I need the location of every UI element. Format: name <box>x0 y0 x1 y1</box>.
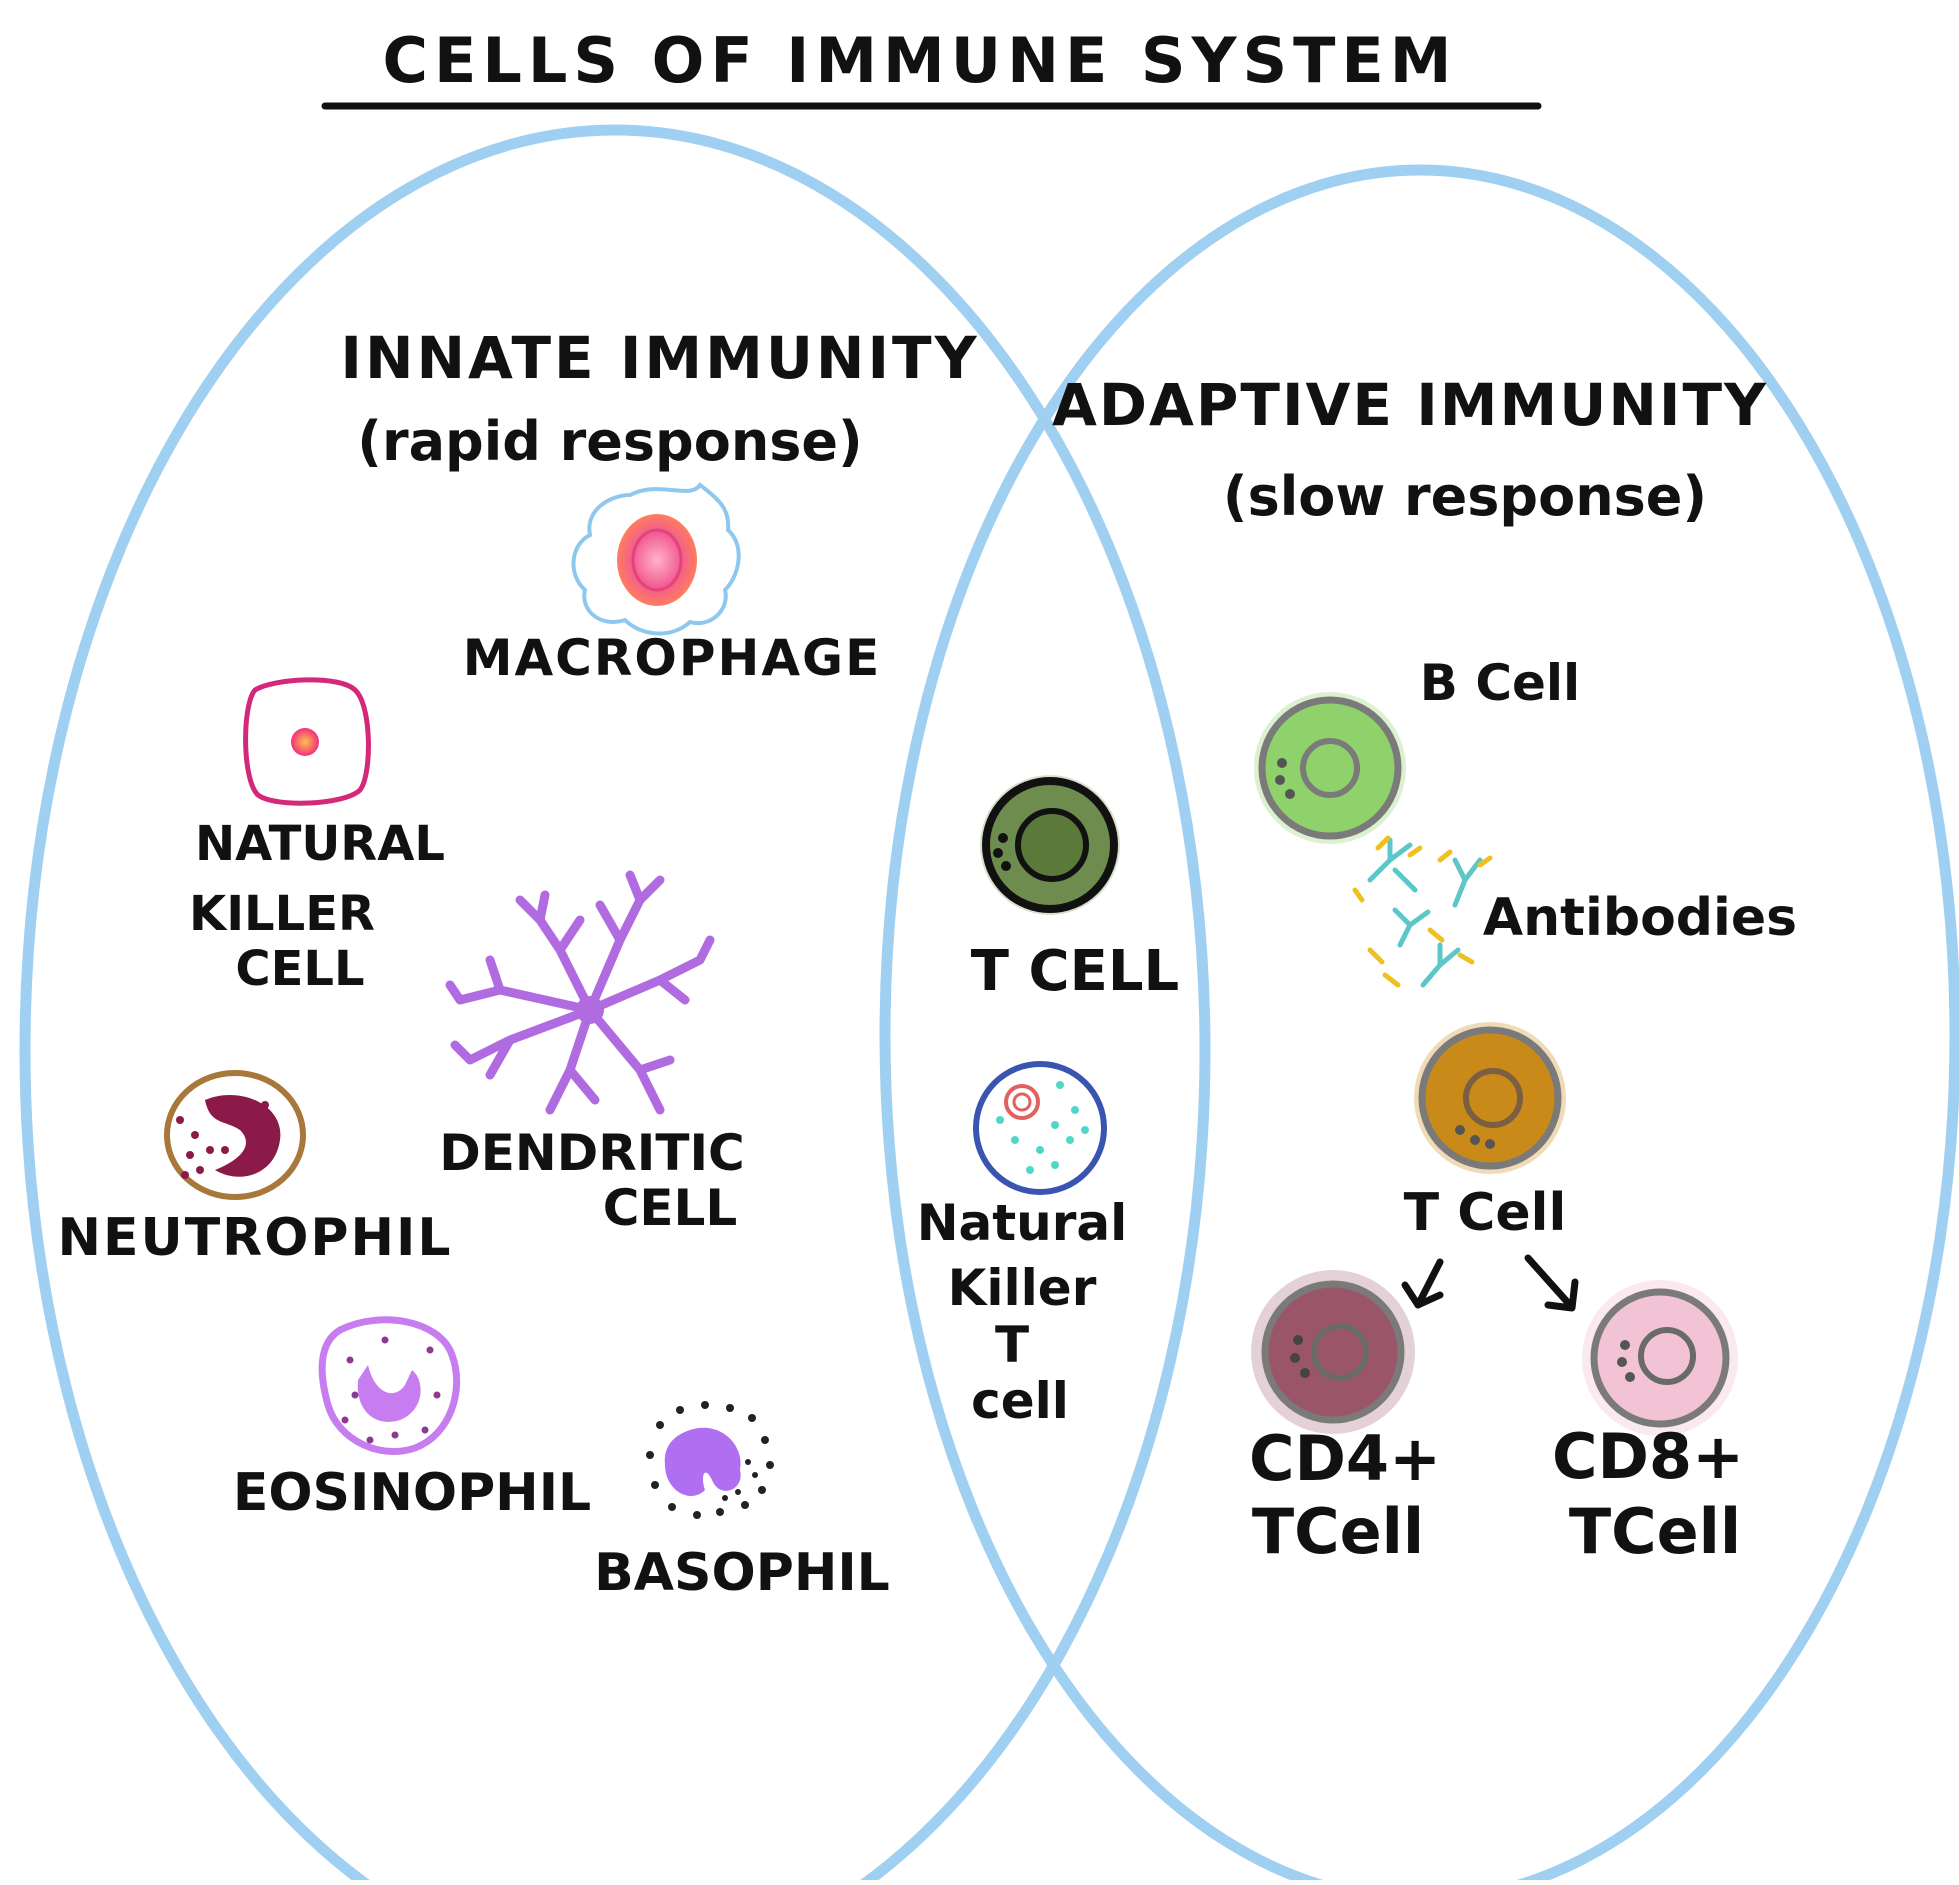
dendritic-label-line2: CELL <box>603 1179 738 1237</box>
natural-killer-cell-icon <box>243 677 371 806</box>
page-title: CELLS OF IMMUNE SYSTEM <box>383 24 1458 97</box>
eosinophil-label: EOSINOPHIL <box>233 1463 591 1523</box>
cd4-label-line2: TCell <box>1252 1495 1424 1568</box>
macrophage-label: MACROPHAGE <box>463 629 882 687</box>
cd8-label-line1: CD8+ <box>1552 1420 1744 1493</box>
b-cell-label: B Cell <box>1420 654 1580 712</box>
nkt-label-line4: cell <box>971 1372 1069 1430</box>
neutrophil-icon <box>164 1070 306 1200</box>
nk-label-line1: NATURAL <box>195 816 445 872</box>
adaptive-heading: ADAPTIVE IMMUNITY <box>1052 371 1768 439</box>
cd4-label-line1: CD4+ <box>1249 1422 1441 1495</box>
t-cell-adaptive-icon <box>1414 1022 1566 1174</box>
adaptive-ellipse <box>879 164 1959 1885</box>
antibodies-label: Antibodies <box>1483 888 1797 948</box>
nkt-label-line1: Natural <box>917 1194 1128 1252</box>
macrophage-icon <box>571 482 741 636</box>
adaptive-subheading: (slow response) <box>1223 465 1707 528</box>
nkt-cell-icon <box>973 1061 1107 1195</box>
basophil-icon <box>646 1401 774 1519</box>
t-cell-overlap-icon <box>980 775 1120 915</box>
dendritic-cell-icon <box>445 870 715 1115</box>
innate-subheading: (rapid response) <box>357 410 862 473</box>
nkt-label-line2: Killer <box>948 1259 1097 1317</box>
t-cell-overlap-label: T CELL <box>971 939 1179 1004</box>
nkt-label-line3: T <box>995 1316 1029 1374</box>
eosinophil-icon <box>318 1316 461 1455</box>
arrow-to-cd8-icon <box>1524 1254 1579 1312</box>
arrow-to-cd4-icon <box>1401 1258 1444 1309</box>
nk-label-line2: KILLER <box>189 886 375 942</box>
cd4-t-cell-icon <box>1251 1270 1415 1434</box>
cd8-t-cell-icon <box>1582 1280 1738 1436</box>
cd8-label-line2: TCell <box>1569 1495 1741 1568</box>
b-cell-icon <box>1254 692 1406 844</box>
innate-heading: INNATE IMMUNITY <box>340 324 979 392</box>
neutrophil-label: NEUTROPHIL <box>57 1208 452 1268</box>
innate-ellipse <box>19 124 1211 1885</box>
basophil-label: BASOPHIL <box>594 1543 890 1603</box>
nk-label-line3: CELL <box>235 941 364 997</box>
dendritic-label-line1: DENDRITIC <box>439 1124 745 1182</box>
antibodies-icon <box>1352 835 1493 988</box>
t-cell-adaptive-label: T Cell <box>1404 1183 1567 1243</box>
